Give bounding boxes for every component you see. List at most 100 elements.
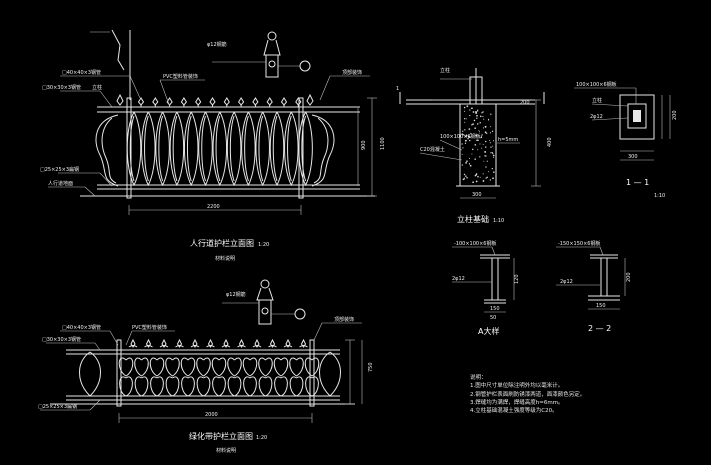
concrete-hatch-dot [489, 139, 491, 141]
green-heart-top [165, 357, 180, 377]
green-fence-scale: 1:20 [256, 435, 267, 441]
post-label-7: 200 [520, 100, 530, 106]
green-heart-bottom [165, 376, 180, 397]
concrete-hatch-dot [476, 117, 478, 119]
concrete-hatch-dot [461, 143, 463, 145]
concrete-hatch-dot [473, 119, 476, 122]
concrete-hatch-dot [468, 135, 470, 137]
green-finial-detail [222, 279, 306, 325]
concrete-hatch-dot [476, 110, 479, 112]
concrete-hatch-dot [469, 139, 471, 142]
note-item-3: 3.焊缝均为满焊，焊缝高度h=6mm。 [470, 399, 564, 406]
green-heart-top [118, 357, 134, 377]
sec2-label-4: 200 [626, 272, 632, 282]
concrete-hatch-dot [493, 156, 495, 158]
post-label-6: 300 [472, 192, 482, 198]
ped-finial [209, 97, 216, 106]
ped-loop [184, 111, 199, 187]
ped-fence-scale: 1:20 [258, 242, 269, 248]
green-callout-2: □30×30×3钢管 [42, 336, 81, 343]
green-heart-top [196, 357, 211, 377]
concrete-hatch-dot [483, 118, 485, 120]
green-heart-top [149, 357, 165, 377]
post-section-scale: 1:10 [493, 218, 504, 224]
post-label-1: 立柱 [440, 67, 450, 74]
detail-a-label-5: 50 [490, 315, 496, 321]
ped-finial [280, 97, 288, 106]
concrete-hatch-dot [475, 134, 477, 137]
concrete-hatch-dot [479, 143, 481, 145]
concrete-hatch-dot [470, 107, 473, 110]
green-heart-bottom [289, 376, 304, 397]
detail-a-label-1: -100×100×6钢板 [454, 240, 496, 247]
concrete-hatch-dot [482, 180, 485, 182]
concrete-hatch-dot [486, 160, 488, 162]
ped-loop [255, 111, 270, 187]
concrete-hatch-dot [471, 153, 473, 155]
concrete-hatch-dot [476, 123, 479, 125]
post-label-5: 400 [547, 137, 553, 147]
ped-loop [226, 111, 242, 187]
ped-loop [169, 111, 185, 187]
ped-callout-1: □40×40×3钢管 [62, 69, 101, 76]
green-heart-top [289, 357, 304, 377]
ped-finial [295, 97, 302, 106]
ped-loop [284, 111, 299, 187]
ped-finial [152, 97, 159, 106]
ped-loop-inner [144, 115, 149, 182]
post-label-3: 100×100×6钢板 [440, 133, 481, 140]
green-finial [192, 338, 198, 348]
concrete-hatch-dot [469, 109, 471, 111]
concrete-hatch-dot [478, 131, 481, 133]
section-2-2: -150×150×6钢板 2φ12 150 200 2 — 2 [556, 240, 632, 333]
concrete-hatch-dot [465, 118, 467, 120]
concrete-hatch-dot [478, 130, 480, 132]
ped-loop-inner [287, 115, 292, 182]
ped-end-finial [306, 93, 314, 106]
concrete-hatch-dot [485, 166, 487, 168]
sec1-label-2: 立柱 [592, 97, 602, 104]
green-heart-top [242, 357, 258, 377]
concrete-hatch-dot [492, 177, 494, 180]
concrete-hatch-dot [491, 130, 494, 133]
concrete-hatch-dot [493, 171, 495, 173]
ped-loop-inner [215, 115, 221, 182]
green-finial-scroll [144, 345, 153, 348]
concrete-hatch-dot [461, 153, 463, 155]
concrete-hatch-dot [462, 178, 465, 181]
concrete-hatch-dot [464, 139, 467, 142]
ped-length-dim: 2200 [207, 204, 220, 210]
green-end-curl [319, 351, 341, 397]
green-heart-bottom [134, 376, 149, 397]
concrete-hatch-dot [484, 125, 487, 128]
concrete-hatch-dot [477, 149, 479, 151]
concrete-hatch-dot [477, 109, 479, 111]
notes-heading: 说明： [470, 375, 487, 381]
concrete-hatch-dot [465, 134, 468, 137]
concrete-hatch-dot [482, 143, 484, 145]
concrete-hatch-dot [462, 134, 465, 136]
green-finial-scroll [237, 345, 246, 348]
green-fence-title: 绿化带护栏立面图 [189, 431, 253, 441]
ped-loop-inner [272, 115, 278, 182]
green-finial [300, 338, 307, 348]
concrete-hatch-dot [483, 160, 485, 162]
post-marker: 1 [396, 86, 399, 92]
note-item-4: 4.立柱基础混凝土强度等级为C20。 [470, 408, 558, 415]
concrete-hatch-dot [472, 148, 474, 151]
green-finial [223, 338, 229, 348]
sec2-label-3: 150 [596, 303, 606, 309]
ped-loop-inner [244, 115, 249, 182]
ped-finial-detail [90, 29, 311, 100]
concrete-hatch-dot [465, 175, 467, 177]
green-finial [207, 338, 214, 348]
concrete-hatch-dot [479, 122, 481, 124]
concrete-hatch-dot [463, 173, 466, 176]
green-finial-scroll [299, 345, 308, 348]
concrete-hatch-dot [492, 152, 494, 155]
concrete-hatch-dot [468, 157, 471, 159]
concrete-hatch-dot [479, 156, 481, 158]
ped-loop-inner [258, 115, 264, 182]
concrete-hatch-dot [489, 142, 491, 144]
